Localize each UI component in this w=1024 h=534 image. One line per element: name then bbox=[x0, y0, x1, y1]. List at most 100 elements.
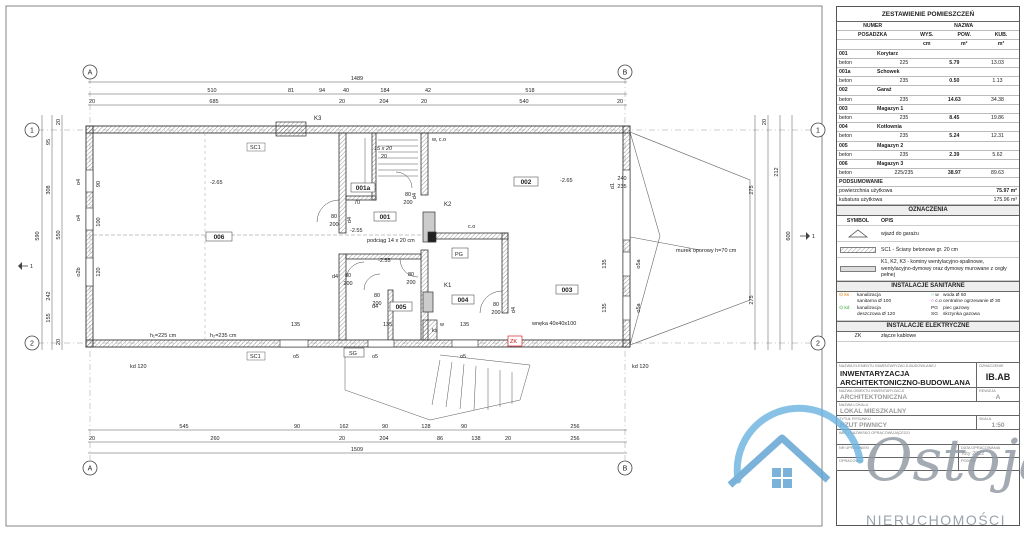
title-label-nazwa: NAZWA ELEMENTU INWENTARYZACJI-BUDOWLANEJ bbox=[839, 364, 936, 368]
label-skala: SKALA bbox=[979, 417, 992, 421]
dim-right-275a: 275 bbox=[749, 185, 755, 194]
doors bbox=[316, 171, 503, 314]
window-dim-135-e: 135 bbox=[602, 303, 608, 312]
label-opracowal: OPRACOWAŁ bbox=[839, 459, 864, 463]
dim-right-275b: 275 bbox=[749, 295, 755, 304]
window-type-o5-c: o5 bbox=[460, 354, 466, 360]
dim-bot-20a: 20 bbox=[89, 436, 95, 442]
title-line-2: ARCHITEKTONICZNO-BUDOWLANA bbox=[840, 378, 971, 387]
window-dim-135-d: 135 bbox=[602, 259, 608, 268]
dim-top-20c: 20 bbox=[421, 99, 427, 105]
room-004-label: 004 bbox=[458, 297, 469, 304]
room-floor: beton bbox=[837, 113, 875, 124]
summary-area-value: 75.97 m² bbox=[960, 186, 1019, 197]
dim-top-94: 94 bbox=[319, 88, 325, 94]
room-area: 2.39 bbox=[932, 150, 976, 161]
bottom-dimension-lines bbox=[88, 429, 627, 454]
section-marker-right: 1 bbox=[800, 232, 815, 240]
ks-symbol-icon: ⊙ ks bbox=[839, 292, 850, 298]
ks-desc-b: sanitarna Ø 100 bbox=[857, 299, 892, 305]
sg-desc: skrzynka gazowa bbox=[943, 312, 980, 318]
summary-area-label: powierzchnia użytkowa bbox=[837, 186, 961, 197]
garage-ramp bbox=[629, 131, 751, 346]
room-003-box bbox=[555, 284, 579, 295]
cable-joint-symbol bbox=[507, 335, 523, 347]
door-width-80-d: 80 bbox=[374, 293, 380, 299]
window-dim-135-a: 135 bbox=[291, 322, 300, 328]
dim-top-540: 540 bbox=[519, 99, 528, 105]
w-co-label: w, c.o bbox=[431, 137, 446, 143]
title-block: NAZWA ELEMENTU INWENTARYZACJI-BUDOWLANEJ… bbox=[836, 362, 1020, 526]
dim-left-20a: 20 bbox=[56, 119, 62, 125]
gas-boiler-symbol bbox=[451, 247, 469, 259]
axis-bubbles bbox=[24, 64, 826, 476]
room-number: 003 bbox=[837, 104, 875, 115]
room-name: Magazyn 1 bbox=[875, 104, 1019, 115]
dim-bot-260: 260 bbox=[210, 436, 219, 442]
legend-title: OZNACZENIA bbox=[837, 205, 1019, 217]
schedule-title: ZESTAWIENIE POMIESZCZEŃ bbox=[837, 7, 1019, 22]
room-volume: 89.63 bbox=[975, 168, 1019, 179]
door-height-200-f: 200 bbox=[403, 200, 412, 206]
niche-label: wnęka 40x40x100 bbox=[531, 321, 576, 327]
room-002-box bbox=[513, 176, 539, 187]
ks-label: ks bbox=[432, 328, 438, 334]
logo-window-icon bbox=[772, 468, 781, 477]
wall-hatch-icon bbox=[840, 247, 876, 253]
brand-logo-watermark: Ostoja bbox=[727, 404, 1024, 494]
sc1-top-box bbox=[246, 142, 266, 152]
sc1-top-label: SC1 bbox=[250, 145, 261, 151]
label-imie: IMIĘ I NAZWISKO OPRACOWUJĄCEGO bbox=[839, 431, 910, 435]
room-003-label: 003 bbox=[562, 287, 573, 294]
room-height: 235 bbox=[875, 131, 933, 142]
logo-text: Ostoja bbox=[865, 426, 1024, 494]
right-dimension-lines bbox=[754, 115, 793, 350]
dim-bot-86: 86 bbox=[437, 436, 443, 442]
room-name: Garaż bbox=[875, 85, 1019, 96]
kd-symbol-icon: ⊙ kd bbox=[839, 305, 850, 311]
room-name: Kotłownia bbox=[875, 122, 1019, 133]
room-floor: beton bbox=[837, 58, 875, 69]
summary-volume-value: 175.96 m³ bbox=[960, 195, 1019, 206]
dim-left-550: 550 bbox=[56, 230, 62, 239]
room-002-label: 002 bbox=[521, 179, 532, 186]
window-type-o2b: o2b bbox=[76, 267, 82, 276]
room-height: 225 bbox=[875, 58, 933, 69]
svg-text:1: 1 bbox=[812, 234, 815, 240]
exterior-stairs bbox=[344, 347, 531, 421]
outer-walls bbox=[85, 125, 631, 348]
dim-left-95: 95 bbox=[46, 139, 52, 145]
electrical-title: INSTALACJE ELEKTRYCZNE bbox=[837, 320, 1019, 332]
logo-roof-icon bbox=[727, 434, 831, 488]
summary-volume-label: kubatura użytkowa bbox=[837, 195, 961, 206]
beam-label: podciąg 14 x 20 cm bbox=[367, 238, 415, 244]
room-name: Schowek bbox=[875, 67, 1019, 78]
room-number: 001 bbox=[837, 49, 875, 59]
axis-label-b-top: B bbox=[623, 70, 628, 77]
room-area: 5.24 bbox=[932, 131, 976, 142]
gas-box-symbol bbox=[343, 347, 365, 358]
dim-top-204: 204 bbox=[379, 99, 388, 105]
dim-top-40: 40 bbox=[343, 88, 349, 94]
dim-top-184: 184 bbox=[380, 88, 389, 94]
door-width-80-c: 80 bbox=[408, 272, 414, 278]
room-area: 38.97 bbox=[932, 168, 976, 179]
room-height: 235 bbox=[875, 150, 933, 161]
door-type-d4-c: d4 bbox=[347, 217, 353, 223]
room-floor: beton bbox=[837, 150, 875, 161]
dim-top-20d: 20 bbox=[617, 99, 623, 105]
door-width-80-a: 80 bbox=[345, 273, 351, 279]
value-data: luty 2022 bbox=[962, 451, 985, 457]
pg-symbol-label: PG bbox=[931, 305, 938, 311]
window-width-120: 120 bbox=[96, 267, 102, 276]
logo-arc-icon bbox=[733, 404, 864, 484]
door-width-240: 240 bbox=[617, 176, 626, 182]
interior-walls bbox=[338, 132, 509, 341]
door-height-235: 235 bbox=[617, 184, 626, 190]
zk-desc: złącze kablowe bbox=[881, 333, 917, 340]
